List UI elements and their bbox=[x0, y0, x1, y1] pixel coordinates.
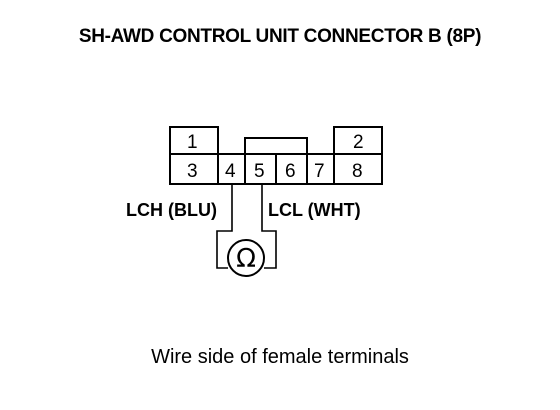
pin-number-3: 3 bbox=[187, 161, 198, 182]
ohm-symbol: Ω bbox=[236, 244, 256, 274]
connector-lock-tab bbox=[244, 137, 308, 154]
pin-number-1: 1 bbox=[187, 132, 198, 153]
pin-number-8: 8 bbox=[352, 161, 363, 182]
test-lead-left bbox=[216, 184, 233, 269]
wire-label-lch: LCH (BLU) bbox=[126, 200, 217, 220]
wire-label-lcl: LCL (WHT) bbox=[268, 200, 361, 220]
test-lead-right bbox=[261, 184, 277, 269]
pin-number-4: 4 bbox=[225, 161, 236, 182]
pin-number-5: 5 bbox=[254, 161, 265, 182]
diagram-title: SH-AWD CONTROL UNIT CONNECTOR B (8P) bbox=[78, 26, 482, 47]
pin-number-6: 6 bbox=[285, 161, 296, 182]
ohmmeter-icon: Ω bbox=[227, 239, 265, 277]
pin-number-7: 7 bbox=[314, 161, 325, 182]
pin-number-2: 2 bbox=[353, 132, 364, 153]
diagram-caption: Wire side of female terminals bbox=[151, 346, 409, 368]
